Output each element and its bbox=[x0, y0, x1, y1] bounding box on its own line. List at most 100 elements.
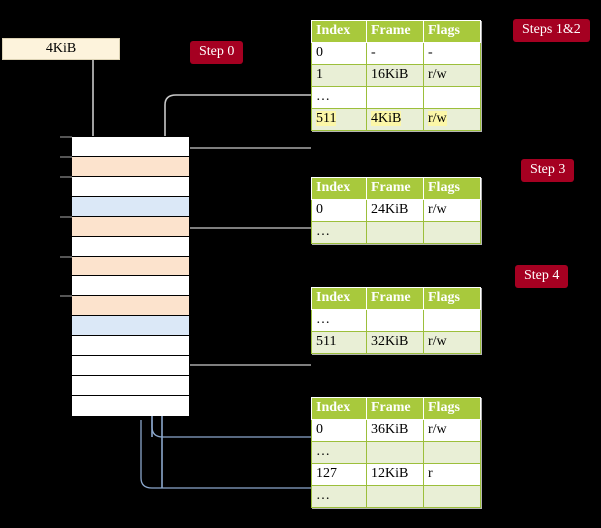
table-cell-index: 511 bbox=[311, 108, 367, 131]
frame-4kib-box: 4KiB bbox=[2, 38, 120, 60]
table-cell-frame: 12KiB bbox=[366, 463, 424, 486]
memory-frame-row bbox=[72, 395, 189, 416]
memory-frame-row bbox=[72, 156, 189, 177]
table-cell-frame: - bbox=[366, 42, 424, 65]
table-cell-frame: 36KiB bbox=[366, 419, 424, 442]
table-cell-index: … bbox=[311, 86, 367, 109]
frame-4kib-label: 4KiB bbox=[45, 41, 77, 56]
table-row: … bbox=[311, 221, 481, 244]
table-cell-flags: r/w bbox=[423, 331, 481, 354]
table-cell-frame: 32KiB bbox=[366, 331, 424, 354]
table-cell-flags bbox=[423, 441, 481, 464]
table-cell-flags: - bbox=[423, 42, 481, 65]
memory-frame-row bbox=[72, 356, 189, 377]
badge-steps-1-2: Steps 1&2 bbox=[513, 19, 590, 42]
badge-step-0: Step 0 bbox=[190, 41, 244, 64]
column-header-frame: Frame bbox=[366, 177, 424, 200]
table-cell-index: 127 bbox=[311, 463, 367, 486]
table-cell-flags: r/w bbox=[423, 199, 481, 222]
table-cell-index: 0 bbox=[311, 42, 367, 65]
column-header-frame: Frame bbox=[366, 20, 424, 43]
column-header-index: Index bbox=[311, 20, 367, 43]
badge-step-4-label: Step 4 bbox=[524, 268, 560, 283]
table-cell-index: … bbox=[311, 485, 367, 508]
table-row: 0-- bbox=[311, 42, 481, 65]
table-cell-frame: 4KiB bbox=[366, 108, 424, 131]
table-cell-flags bbox=[423, 485, 481, 508]
badge-step-3: Step 3 bbox=[521, 159, 575, 182]
badge-steps-1-2-label: Steps 1&2 bbox=[522, 22, 581, 37]
table-row: … bbox=[311, 309, 481, 332]
memory-frame-row bbox=[72, 137, 189, 157]
table-cell-flags bbox=[423, 86, 481, 109]
memory-frame-tick bbox=[60, 155, 72, 158]
table-cell-flags: r/w bbox=[423, 419, 481, 442]
wire-memory-to-table3 bbox=[178, 298, 311, 366]
table-cell-frame bbox=[366, 221, 424, 244]
column-header-frame: Frame bbox=[366, 397, 424, 420]
column-header-index: Index bbox=[311, 397, 367, 420]
table-cell-index: 0 bbox=[311, 199, 367, 222]
column-header-flags: Flags bbox=[423, 20, 481, 43]
memory-frame-row bbox=[72, 176, 189, 197]
memory-frame-tick bbox=[60, 255, 72, 258]
table-cell-frame: 16KiB bbox=[366, 64, 424, 87]
column-header-flags: Flags bbox=[423, 177, 481, 200]
memory-frame-row bbox=[72, 276, 189, 297]
table-cell-flags: r bbox=[423, 463, 481, 486]
table-cell-flags: r/w bbox=[423, 108, 481, 131]
column-header-flags: Flags bbox=[423, 287, 481, 310]
table-cell-index: 1 bbox=[311, 64, 367, 87]
memory-frame-row bbox=[72, 316, 189, 337]
memory-frame-row bbox=[72, 196, 189, 217]
table-row: … bbox=[311, 441, 481, 464]
memory-frame-tick bbox=[60, 215, 72, 218]
memory-frame-row bbox=[72, 236, 189, 257]
table-cell-flags: r/w bbox=[423, 64, 481, 87]
table-cell-frame bbox=[366, 309, 424, 332]
memory-frame-row bbox=[72, 376, 189, 396]
memory-frame-row bbox=[72, 216, 189, 237]
table-cell-index: … bbox=[311, 221, 367, 244]
column-header-frame: Frame bbox=[366, 287, 424, 310]
memory-frame-tick bbox=[60, 175, 72, 178]
memory-frame-row bbox=[72, 256, 189, 277]
memory-frame-tick bbox=[60, 136, 72, 138]
table-cell-frame bbox=[366, 485, 424, 508]
table-cell-flags bbox=[423, 309, 481, 332]
table-row: … bbox=[311, 86, 481, 109]
badge-step-4: Step 4 bbox=[515, 265, 569, 288]
memory-frame-tick bbox=[60, 295, 72, 298]
table-cell-flags bbox=[423, 221, 481, 244]
table-cell-frame bbox=[366, 441, 424, 464]
column-header-index: Index bbox=[311, 177, 367, 200]
table-cell-frame bbox=[366, 86, 424, 109]
memory-frame-row bbox=[72, 336, 189, 357]
badge-step-0-label: Step 0 bbox=[199, 44, 235, 59]
badge-step-3-label: Step 3 bbox=[530, 162, 566, 177]
table-cell-index: … bbox=[311, 309, 367, 332]
table-cell-index: … bbox=[311, 441, 367, 464]
physical-memory-column bbox=[71, 136, 190, 416]
column-header-flags: Flags bbox=[423, 397, 481, 420]
table-cell-frame: 24KiB bbox=[366, 199, 424, 222]
table-cell-index: 0 bbox=[311, 419, 367, 442]
memory-frame-row bbox=[72, 296, 189, 317]
column-header-index: Index bbox=[311, 287, 367, 310]
table-row: … bbox=[311, 485, 481, 508]
